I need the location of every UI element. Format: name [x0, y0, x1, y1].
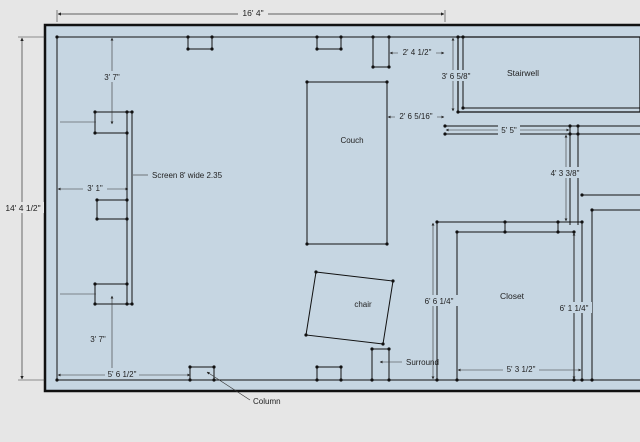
column-bottom-right — [316, 366, 342, 381]
closet-side-gap-label: 4' 3 3/8" — [551, 169, 580, 178]
dim-overall-width: 16' 4" — [56, 8, 446, 22]
column-offset-label: 5' 6 1/2" — [108, 370, 137, 379]
screen-bottom-offset-label: 3' 7" — [90, 335, 106, 344]
dim-overall-height: 14' 4 1/2" — [2, 36, 45, 381]
surround — [371, 348, 390, 381]
stairwell-label: Stairwell — [507, 68, 539, 78]
screen-left-offset-label: 3' 1" — [87, 184, 103, 193]
column-label: Column — [253, 397, 281, 406]
surround-label: Surround — [406, 358, 439, 367]
overall-height-label: 14' 4 1/2" — [5, 203, 40, 213]
closet-height-inner-label: 6' 1 1/4" — [560, 304, 589, 313]
closet-label: Closet — [500, 291, 525, 301]
speaker-center — [96, 199, 128, 220]
room-outer-wall — [43, 23, 640, 393]
room-inner-wall — [56, 36, 640, 381]
closet-height-outer-label: 6' 6 1/4" — [425, 297, 454, 306]
overall-width-label: 16' 4" — [242, 8, 263, 18]
column-top-right — [316, 36, 342, 50]
closet-width-label: 5' 3 1/2" — [507, 365, 536, 374]
couch-label: Couch — [340, 136, 363, 145]
top-gap-label: 2' 4 1/2" — [403, 48, 432, 57]
screen-top-offset-label: 3' 7" — [104, 73, 120, 82]
stairwell — [445, 36, 640, 225]
stairwell-depth-label: 3' 6 5/8" — [442, 72, 471, 81]
column-top-door — [372, 36, 390, 68]
couch — [306, 81, 388, 245]
construction-points — [55, 35, 594, 382]
screen-label: Screen 8' wide 2.35 — [152, 171, 223, 180]
couch-clearance-label: 2' 6 5/16" — [399, 112, 432, 121]
stairwell-offset-label: 5' 5" — [501, 126, 517, 135]
column-top-left — [187, 36, 213, 50]
chair-label: chair — [354, 300, 372, 309]
